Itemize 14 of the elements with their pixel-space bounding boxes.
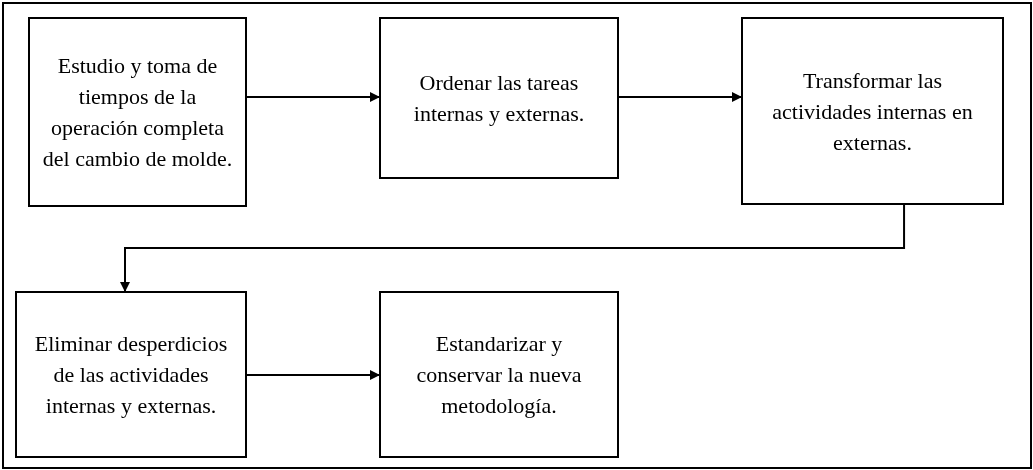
arrow: [246, 370, 380, 380]
box-text: Eliminar desperdicios de las actividades internas y externas.: [33, 330, 229, 420]
arrow: [618, 92, 742, 102]
process-box: [15, 291, 247, 458]
arrow: [246, 92, 380, 102]
box-text: Transformar las actividades internas en externas.: [771, 66, 974, 157]
process-box: [741, 17, 1004, 205]
process-box: [379, 17, 619, 179]
box-text: Ordenar las tareas internas y externas.: [412, 69, 586, 128]
box-text: Estudio y toma de tiempos de la operación completa del cambio de molde.: [41, 52, 234, 173]
box-text: Estandarizar y conservar la nueva metodología.: [415, 330, 583, 420]
process-box: [28, 17, 247, 207]
process-box: [379, 291, 619, 458]
arrow: [120, 204, 906, 292]
